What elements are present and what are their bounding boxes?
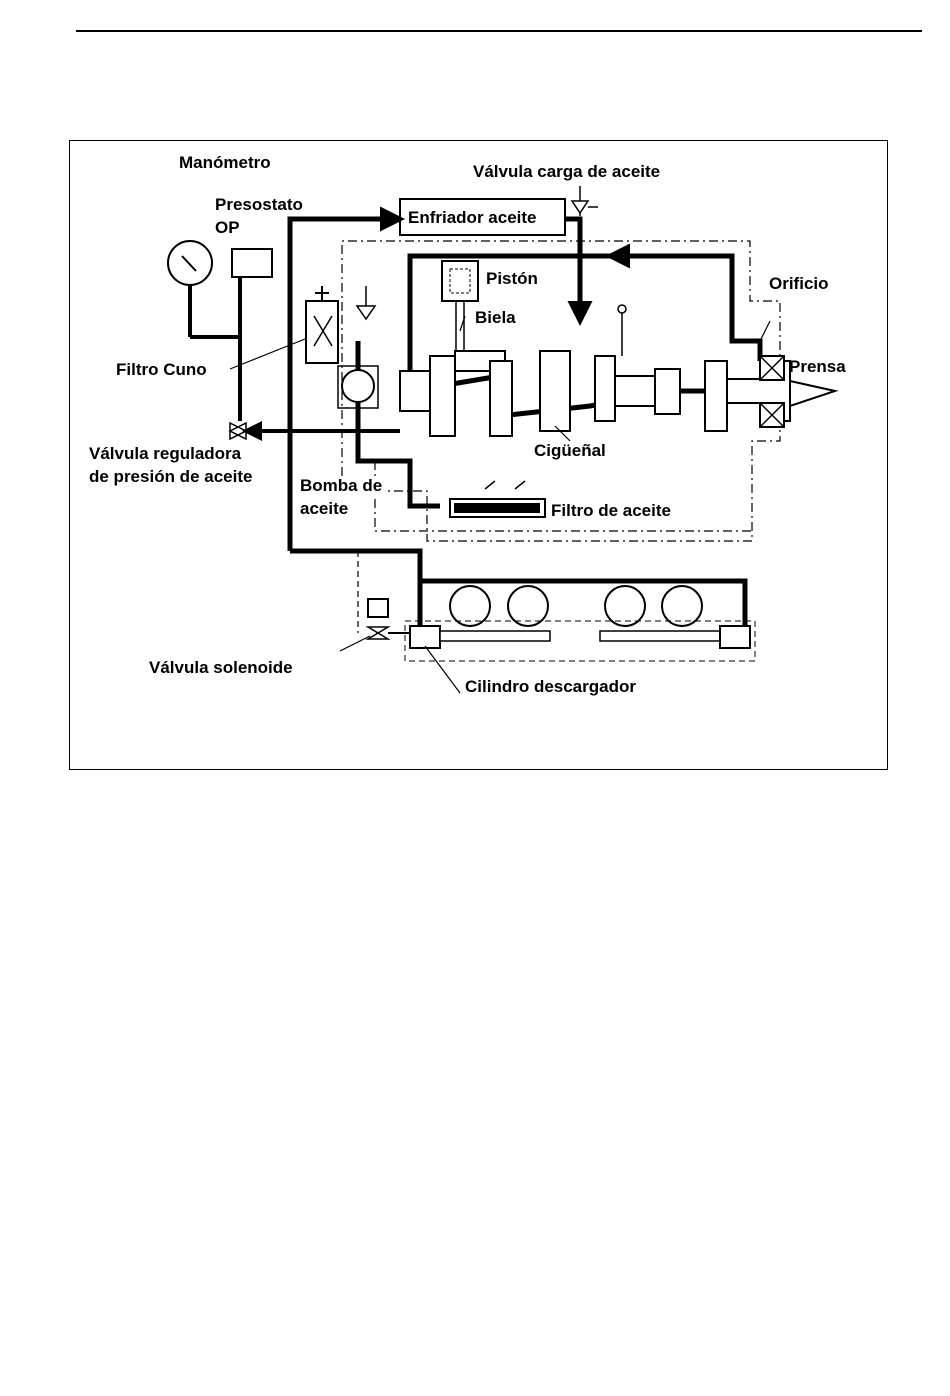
label-valvula-carga: Válvula carga de aceite bbox=[473, 162, 660, 182]
cuno-filter bbox=[306, 286, 375, 363]
label-enfriador: Enfriador aceite bbox=[408, 208, 537, 228]
label-presostato-line2: OP bbox=[215, 218, 240, 238]
label-biela: Biela bbox=[475, 308, 516, 328]
label-filtro-aceite: Filtro de aceite bbox=[549, 501, 673, 521]
oil-filter bbox=[450, 481, 545, 517]
label-orificio: Orificio bbox=[769, 274, 829, 294]
label-valvula-reguladora-line2: de presión de aceite bbox=[89, 467, 252, 487]
label-manometro: Manómetro bbox=[179, 153, 271, 173]
solenoid-valve bbox=[358, 551, 410, 639]
oil-circuit-diagram: Manómetro Válvula carga de aceite Presos… bbox=[69, 140, 888, 770]
label-ciguenal: Cigüeñal bbox=[532, 441, 608, 461]
label-cilindro-descargador: Cilindro descargador bbox=[465, 677, 636, 697]
label-valvula-solenoide: Válvula solenoide bbox=[149, 658, 293, 678]
label-valvula-reguladora-line1: Válvula reguladora bbox=[89, 444, 241, 464]
header-rule bbox=[76, 30, 922, 32]
label-prensa: Prensa bbox=[789, 357, 846, 377]
label-piston: Pistón bbox=[486, 269, 538, 289]
piston bbox=[442, 261, 478, 356]
oil-pump bbox=[338, 366, 378, 408]
level-indicator bbox=[618, 305, 626, 356]
label-bomba-line2: aceite bbox=[298, 499, 350, 519]
label-presostato-line1: Presostato bbox=[215, 195, 303, 215]
label-filtro-cuno: Filtro Cuno bbox=[116, 360, 207, 380]
unloader-cylinders bbox=[405, 586, 755, 661]
oil-charge-valve bbox=[572, 186, 598, 216]
label-bomba-line1: Bomba de bbox=[298, 476, 384, 496]
pressure-switch bbox=[232, 249, 272, 421]
pressure-regulator-valve bbox=[230, 423, 400, 439]
manometer bbox=[168, 241, 240, 337]
